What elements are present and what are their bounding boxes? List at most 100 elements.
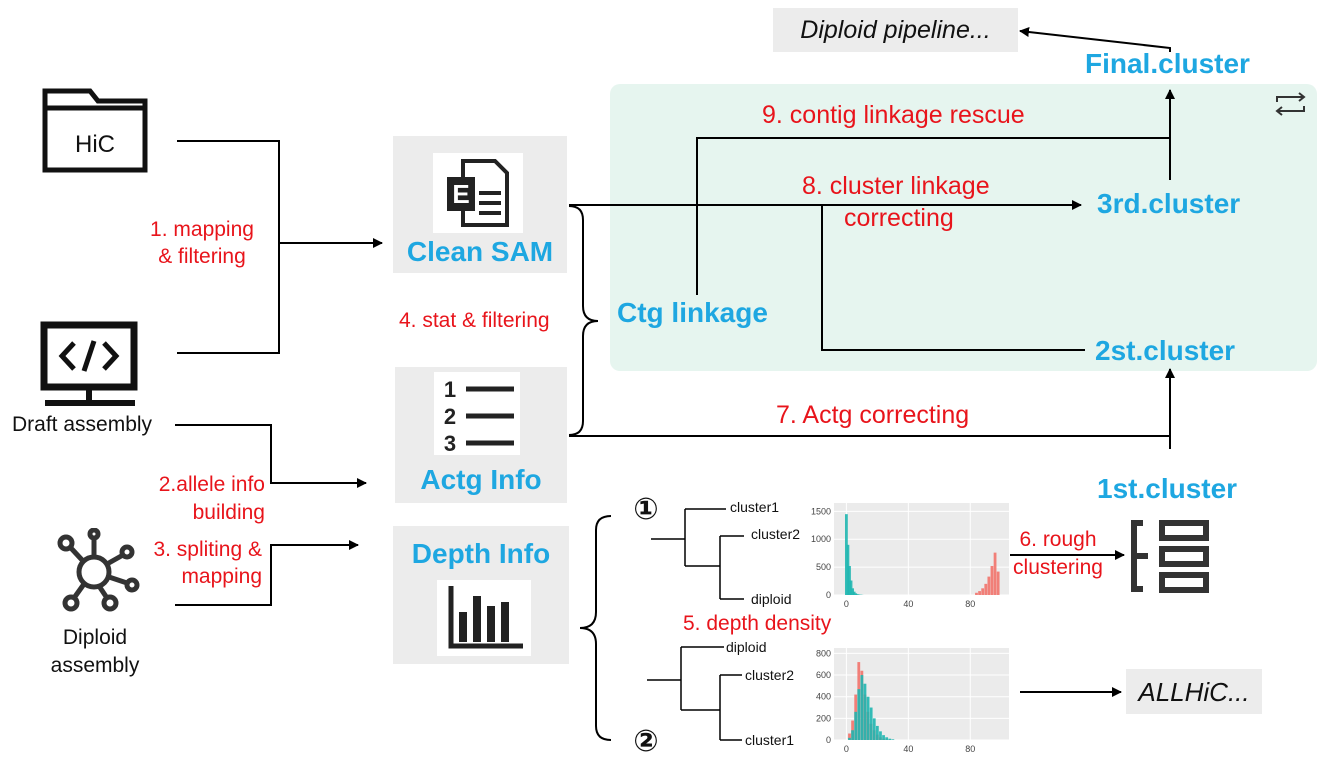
plot-panel [834, 503, 1009, 595]
rescue-line [696, 137, 1170, 295]
actg-info-box: 1 2 3 Actg Info [395, 367, 567, 503]
plot-panel [834, 648, 1009, 740]
arrow-to-depth [175, 540, 359, 606]
case-1-marker: ① [633, 493, 659, 526]
step2-label-1: 2.allele info [158, 473, 265, 496]
histogram-bar [863, 683, 867, 740]
step7-label: 7. Actg correcting [776, 401, 970, 429]
actg-correct-line [569, 435, 1171, 449]
first-cluster-node: 1st.cluster [1097, 473, 1238, 504]
network-icon [57, 528, 140, 612]
histogram-bar [854, 711, 858, 740]
list-number-2: 2 [444, 404, 456, 429]
allhic-label: ALLHiC... [1138, 677, 1250, 707]
histogram-bar [851, 730, 854, 740]
y-tick-label: 0 [826, 735, 831, 745]
actg-info-label: Actg Info [420, 464, 542, 495]
histogram-bar [885, 737, 889, 740]
x-tick-label: 40 [903, 599, 913, 609]
histogram-bar [990, 566, 994, 595]
diploid-assembly-label-2: assembly [50, 654, 140, 677]
histogram-bar [852, 591, 856, 595]
step6-label-2: clustering [1013, 556, 1103, 579]
histogram-bar [851, 588, 854, 595]
code-monitor-icon [40, 321, 138, 406]
step3-label-1: 3. spliting & [153, 538, 262, 561]
diploid-pipeline-label: Diploid pipeline... [800, 16, 991, 44]
folder-icon [42, 88, 148, 173]
histogram-bar [848, 566, 851, 595]
ctg-linkage-node: Ctg linkage [617, 297, 768, 328]
linkage-correct-line [821, 205, 1085, 351]
y-tick-label: 1500 [811, 506, 831, 516]
bar-chart-icon [437, 580, 531, 656]
histogram-bar [987, 576, 991, 595]
list-number-3: 3 [444, 431, 456, 455]
histogram-bar [888, 738, 892, 740]
x-tick-label: 0 [844, 744, 849, 754]
histogram-bar [860, 675, 864, 740]
arrow-to-pipeline [1019, 27, 1171, 52]
histogram-bar [849, 580, 853, 595]
y-tick-label: 400 [816, 692, 831, 702]
histogram-bar [869, 707, 873, 740]
histogram-bar [855, 594, 859, 595]
diploid-pipeline-box: Diploid pipeline... [773, 8, 1018, 52]
step1-label-2: & filtering [158, 245, 246, 268]
x-tick-label: 80 [965, 599, 975, 609]
depth-brace [579, 515, 612, 741]
histogram-bar [891, 739, 895, 740]
histogram-bar [866, 696, 870, 740]
histogram-bar [978, 591, 981, 595]
doc-icon-letter: E [452, 179, 469, 209]
hic-line [177, 140, 280, 354]
x-tick-label: 0 [844, 599, 849, 609]
dendrogram-2 [647, 646, 742, 741]
dendro1-leaf-2: cluster2 [751, 526, 801, 542]
x-tick-label: 40 [903, 744, 913, 754]
histogram-bar [879, 731, 882, 740]
stat-brace [568, 205, 599, 436]
y-tick-label: 0 [826, 590, 831, 600]
step1-label-1: 1. mapping [150, 218, 254, 241]
draft-assembly-label: Draft assembly [12, 413, 153, 436]
third-cluster-node: 3rd.cluster [1097, 188, 1241, 219]
histogram-bar [975, 592, 978, 595]
histogram-bar [846, 544, 850, 595]
histogram-bar [882, 735, 885, 740]
histogram-bar [996, 571, 1000, 595]
numbered-list-icon: 1 2 3 [434, 372, 520, 456]
list-number-1: 1 [444, 377, 456, 402]
histogram-bar [854, 593, 858, 595]
step3-label-2: mapping [181, 565, 262, 588]
depth-info-label: Depth Info [411, 538, 551, 569]
histogram-bar [875, 725, 879, 740]
cluster-group-icon [1131, 520, 1209, 593]
dendro1-leaf-3: diploid [751, 591, 792, 607]
depth-info-box: Depth Info [393, 526, 569, 664]
dendrogram-1 [651, 508, 744, 600]
case-2-marker: ② [633, 725, 659, 758]
arrow-to-actg [175, 424, 367, 488]
step5-label: 5. depth density [683, 612, 832, 635]
document-icon: E [433, 153, 523, 233]
step6-label-1: 6. rough [1019, 528, 1097, 551]
step8-label-2: correcting [844, 204, 954, 232]
cluster-panel [610, 84, 1317, 371]
allhic-box: ALLHiC... [1126, 669, 1262, 714]
histogram-bar [848, 737, 851, 740]
second-cluster-node: 2st.cluster [1095, 335, 1236, 366]
step4-label: 4. stat & filtering [399, 309, 550, 332]
y-tick-label: 200 [816, 713, 831, 723]
clean-sam-label: Clean SAM [406, 236, 554, 267]
histogram-bar [993, 552, 997, 595]
step8-label-1: 8. cluster linkage [802, 172, 990, 200]
dendro2-leaf-1: diploid [726, 639, 767, 655]
y-tick-label: 800 [816, 648, 831, 658]
hic-label: HiC [75, 131, 115, 158]
histogram-bar [851, 720, 854, 740]
dendro2-leaf-2: cluster2 [745, 667, 795, 683]
